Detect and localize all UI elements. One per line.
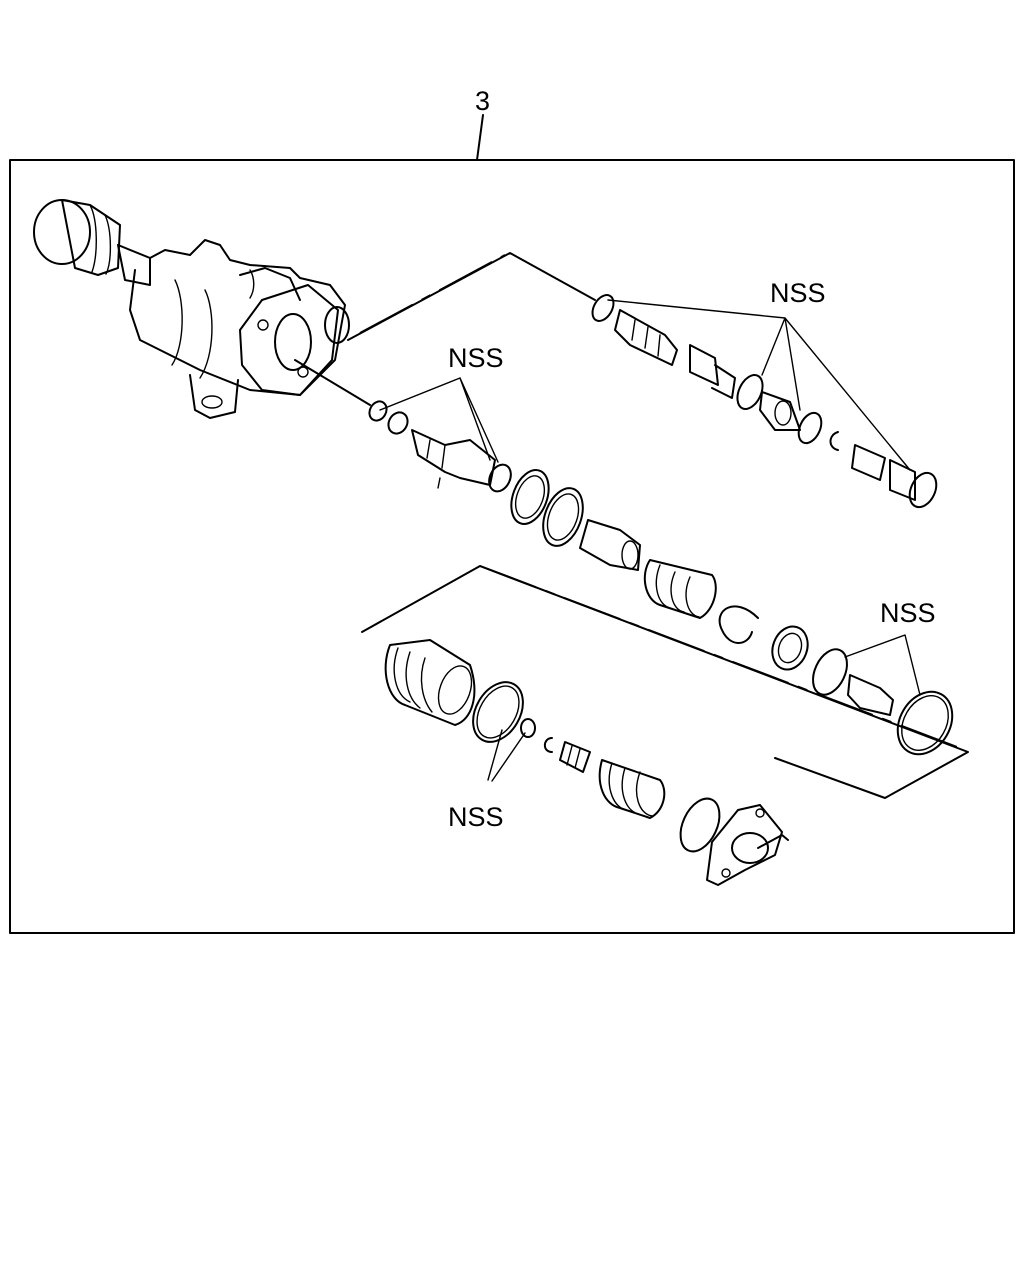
nss-leader-middle [379,377,499,463]
assembly-frame [9,159,1015,934]
upper-parts-row [591,294,938,509]
lower-parts-row [384,639,789,886]
upper-explode-line [347,252,596,341]
nss-leader-lower [487,729,526,782]
lower-explode-dash [479,565,966,751]
middle-axis-line [294,359,371,406]
nss-leader-upper [607,299,911,471]
assembly-number-leader [476,114,484,161]
assembly-number-label: 3 [475,86,490,116]
main-housing [33,199,350,419]
nss-leader-right [844,634,921,696]
nss-label-middle: NSS [448,343,504,373]
upper-explode-dash [359,254,506,334]
nss-label-lower: NSS [448,802,504,832]
lower-explode-bracket [361,565,969,799]
middle-parts-row [368,400,954,756]
nss-label-upper: NSS [770,278,826,308]
nss-label-right: NSS [880,598,936,628]
